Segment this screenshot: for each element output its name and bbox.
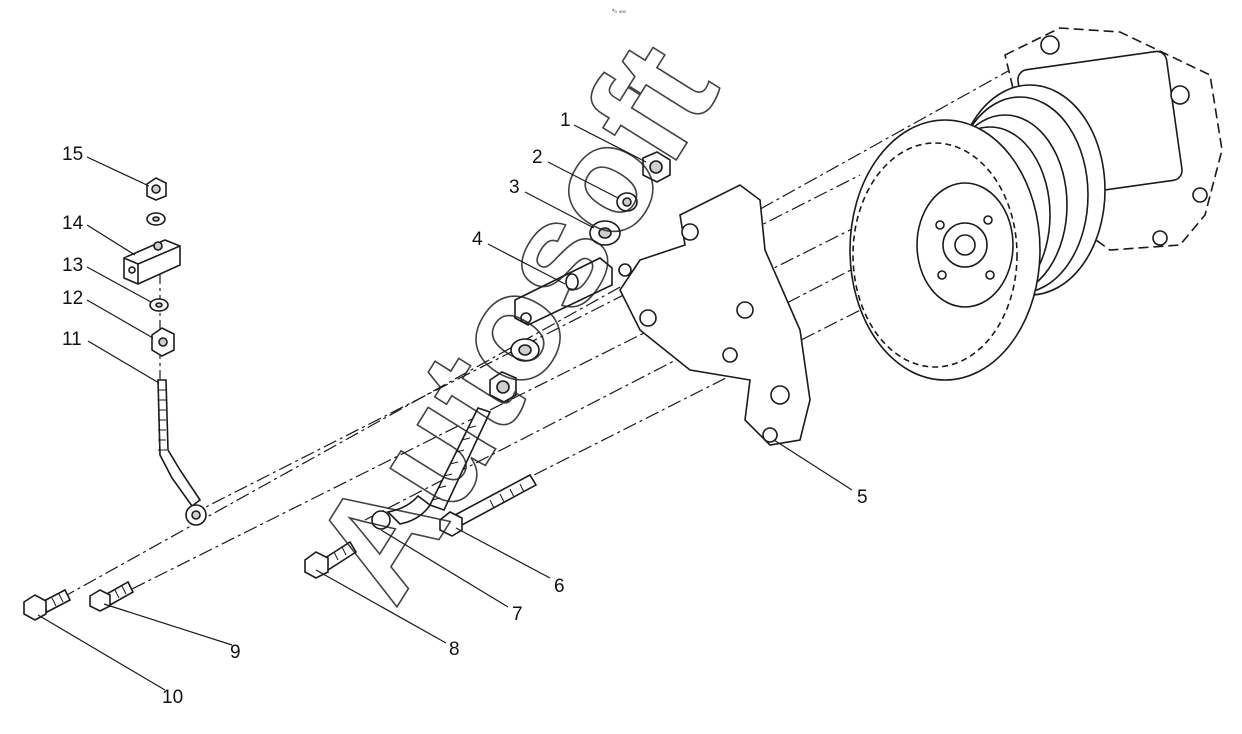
threaded-rod-7 (371, 407, 492, 530)
callout-8: 8 (449, 639, 460, 660)
hex-nut-15 (146, 177, 167, 201)
callout-6: 6 (554, 576, 565, 597)
callout-4: 4 (472, 229, 483, 250)
callout-13: 13 (62, 255, 83, 276)
lock-washer-2 (616, 192, 638, 212)
bolt-10 (23, 588, 72, 621)
hex-nut-12 (151, 327, 175, 357)
callout-3: 3 (509, 177, 520, 198)
block-14 (123, 239, 181, 285)
spacer-bar-4 (514, 257, 613, 326)
header-mark: ᵈ₀ ₀₀₀ (612, 8, 627, 15)
callout-labels: 1 2 3 4 5 6 7 8 9 10 11 12 13 14 15 (62, 110, 868, 708)
callout-5: 5 (857, 487, 868, 508)
hex-nut-lower (489, 371, 517, 403)
flat-washer-3 (589, 220, 621, 246)
callout-11: 11 (62, 329, 82, 350)
callout-12: 12 (62, 288, 83, 309)
link-rod-11 (157, 379, 207, 526)
fan-drive-bracket (618, 184, 811, 446)
callout-15: 15 (62, 144, 83, 165)
washer-lower (510, 338, 540, 362)
fan-drive-pulley-assembly (849, 27, 1223, 381)
bolt-8 (304, 540, 358, 579)
callout-7: 7 (512, 604, 523, 625)
callout-1: 1 (560, 110, 571, 131)
callout-2: 2 (532, 147, 543, 168)
callout-10: 10 (162, 687, 183, 708)
washer-13 (149, 298, 169, 312)
leader-lines (37, 124, 853, 691)
hex-nut-1 (642, 151, 671, 183)
callout-9: 9 (230, 642, 241, 663)
callout-14: 14 (62, 213, 84, 234)
bolt-6 (439, 473, 538, 537)
washer-14-top (146, 212, 166, 226)
